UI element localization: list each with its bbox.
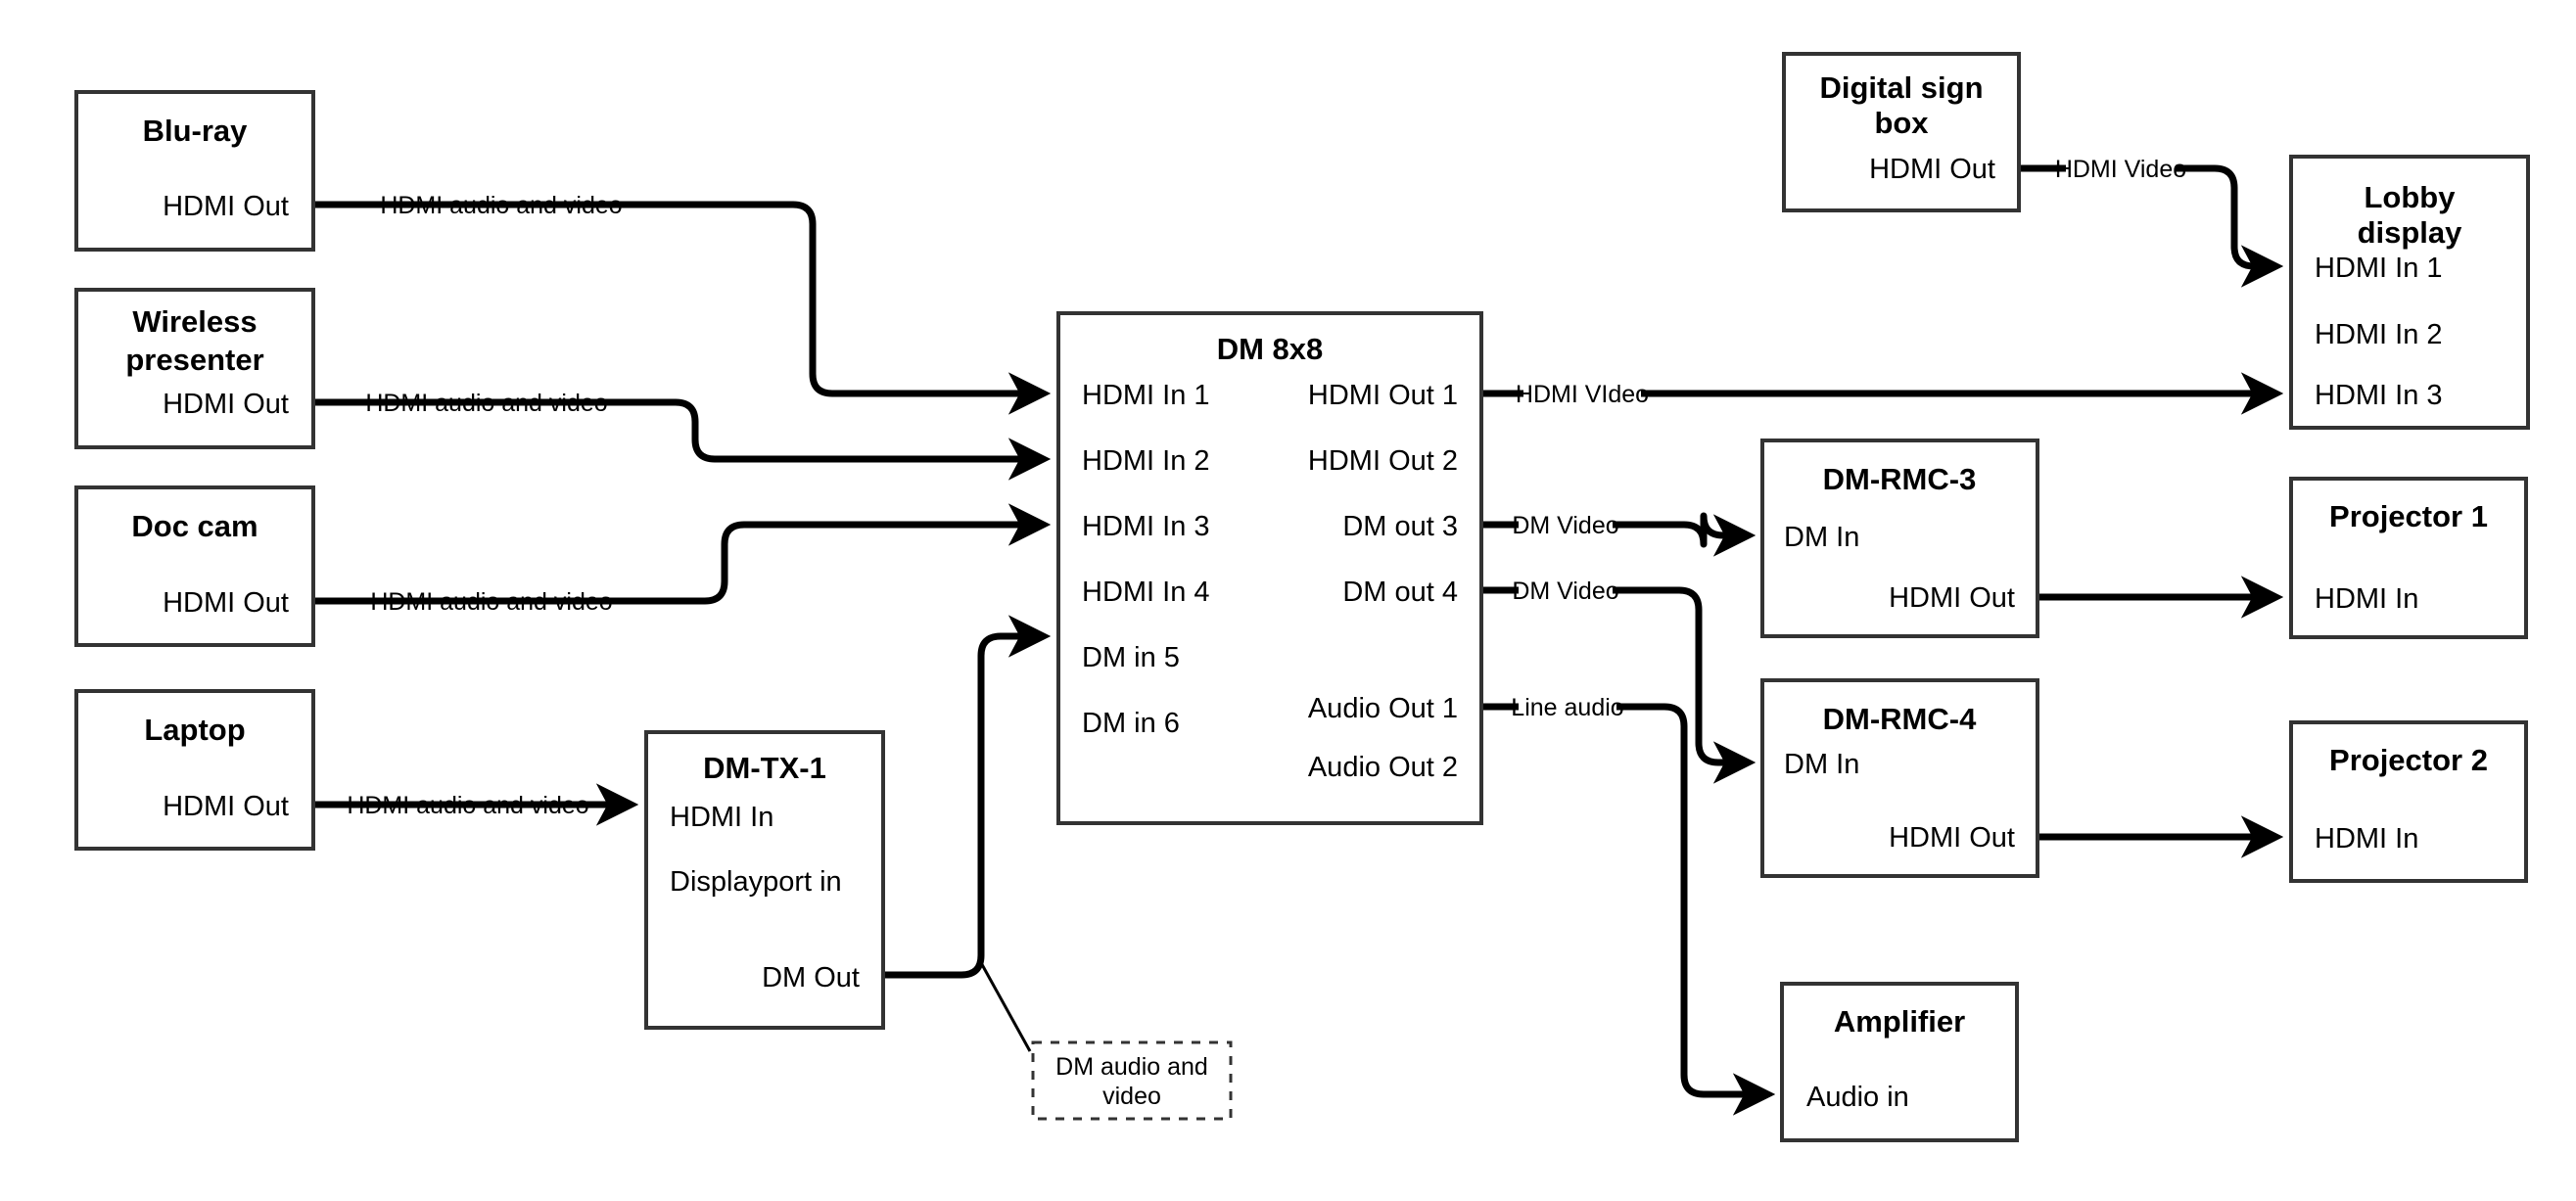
node-digital-sign-box-title-line2: box <box>1874 106 1929 140</box>
node-amplifier-port-audio-in: Audio in <box>1806 1082 1909 1113</box>
edge-label-signbox-to-lobby: HDMI Video <box>2055 156 2186 183</box>
node-dm-tx-1-port-dm-out: DM Out <box>762 962 860 993</box>
node-dm-rmc-4-title: DM-RMC-4 <box>1823 702 1977 736</box>
node-wireless-presenter[interactable]: Wireless presenter HDMI Out <box>74 288 315 449</box>
node-digital-sign-box[interactable]: Digital sign box HDMI Out <box>1782 52 2021 212</box>
node-projector-2-title: Projector 2 <box>2329 743 2488 777</box>
node-dm-rmc-4-port-dm-in: DM In <box>1784 749 1859 780</box>
edge-label-wireless-to-dm: HDMI audio and video <box>365 390 607 417</box>
node-dm-8x8-port-hdmi-in-3: HDMI In 3 <box>1082 511 1210 542</box>
node-dm-8x8[interactable]: DM 8x8 HDMI In 1 HDMI In 2 HDMI In 3 HDM… <box>1056 311 1483 825</box>
node-dm-rmc-4[interactable]: DM-RMC-4 DM In HDMI Out <box>1760 678 2039 878</box>
edge-label-bluray-to-dm: HDMI audio and video <box>380 192 622 219</box>
wire-bluray-to-dm8x8 <box>313 201 1052 415</box>
edge-label-laptop-to-tx: HDMI audio and video <box>347 792 588 819</box>
node-dm-tx-1-port-displayport-in: Displayport in <box>670 866 842 898</box>
callout-line1: DM audio and <box>1055 1053 1208 1081</box>
node-laptop[interactable]: Laptop HDMI Out <box>74 689 315 851</box>
node-lobby-display-port-hdmi-in-3: HDMI In 3 <box>2315 380 2443 411</box>
wire-doccam-to-dm8x8 <box>313 503 1052 605</box>
node-dm-8x8-port-hdmi-in-1: HDMI In 1 <box>1082 380 1210 411</box>
node-doc-cam[interactable]: Doc cam HDMI Out <box>74 485 315 647</box>
node-dm-8x8-port-hdmi-out-1: HDMI Out 1 <box>1308 380 1458 411</box>
callout-line2: video <box>1102 1083 1161 1110</box>
wire-signbox-to-lobby <box>2019 164 2276 266</box>
node-bluray[interactable]: Blu-ray HDMI Out <box>74 90 315 252</box>
node-dm-rmc-3[interactable]: DM-RMC-3 DM In HDMI Out <box>1760 439 2039 638</box>
node-doc-cam-port-hdmi-out: HDMI Out <box>163 587 289 619</box>
wire-dmtx1-to-dm8x8 <box>883 615 1052 979</box>
node-digital-sign-box-port-hdmi-out: HDMI Out <box>1869 154 1995 185</box>
node-dm-rmc-3-title: DM-RMC-3 <box>1823 462 1977 496</box>
node-lobby-display-title-line1: Lobby <box>2365 180 2457 214</box>
edge-label-dm-dmout4-to-rmc4: DM Video <box>1512 577 1618 605</box>
edge-label-doccam-to-dm: HDMI audio and video <box>370 588 612 616</box>
node-lobby-display-title-line2: display <box>2358 215 2463 250</box>
edge-label-dm-hdmiout1-to-lobby: HDMI VIdeo <box>1516 381 1649 408</box>
node-dm-8x8-port-hdmi-in-4: HDMI In 4 <box>1082 577 1210 608</box>
node-projector-2[interactable]: Projector 2 HDMI In <box>2289 720 2528 883</box>
node-dm-tx-1-title: DM-TX-1 <box>703 751 826 785</box>
wire-dm8x8-dmout4-to-rmc4 <box>1481 586 1749 762</box>
node-dm-8x8-port-audio-out-1: Audio Out 1 <box>1308 693 1458 724</box>
node-dm-8x8-port-audio-out-2: Audio Out 2 <box>1308 752 1458 783</box>
node-dm-8x8-port-hdmi-out-2: HDMI Out 2 <box>1308 445 1458 477</box>
wire-dm8x8-dmout3-to-rmc3 <box>1481 516 1749 544</box>
node-dm-tx-1-port-hdmi-in: HDMI In <box>670 802 773 833</box>
node-projector-1[interactable]: Projector 1 HDMI In <box>2289 477 2528 639</box>
node-dm-8x8-port-dm-in-5: DM in 5 <box>1082 642 1180 673</box>
node-laptop-title: Laptop <box>144 713 245 747</box>
node-projector-1-port-hdmi-in: HDMI In <box>2315 583 2418 615</box>
node-dm-8x8-port-dm-in-6: DM in 6 <box>1082 708 1180 739</box>
node-lobby-display-port-hdmi-in-2: HDMI In 2 <box>2315 319 2443 350</box>
callout-leader-line <box>977 958 1032 1052</box>
node-dm-rmc-3-port-dm-in: DM In <box>1784 522 1859 553</box>
node-laptop-port-hdmi-out: HDMI Out <box>163 791 289 822</box>
node-digital-sign-box-title-line1: Digital sign <box>1819 70 1983 105</box>
node-amplifier-title: Amplifier <box>1834 1004 1965 1039</box>
node-dm-8x8-port-hdmi-in-2: HDMI In 2 <box>1082 445 1210 477</box>
node-projector-1-title: Projector 1 <box>2329 499 2488 533</box>
edge-labels: HDMI audio and video HDMI audio and vide… <box>347 156 2186 819</box>
node-dm-rmc-4-port-hdmi-out: HDMI Out <box>1889 822 2015 854</box>
edge-label-dm-dmout3-to-rmc3: DM Video <box>1512 512 1618 539</box>
node-bluray-title: Blu-ray <box>143 114 249 148</box>
node-wireless-presenter-title-line2: presenter <box>125 343 263 377</box>
node-lobby-display[interactable]: Lobby display HDMI In 1 HDMI In 2 HDMI I… <box>2289 155 2530 430</box>
node-dm-8x8-port-dm-out-3: DM out 3 <box>1342 511 1458 542</box>
node-amplifier[interactable]: Amplifier Audio in <box>1780 982 2019 1142</box>
node-wireless-presenter-port-hdmi-out: HDMI Out <box>163 389 289 420</box>
node-dm-rmc-3-port-hdmi-out: HDMI Out <box>1889 582 2015 614</box>
node-lobby-display-port-hdmi-in-1: HDMI In 1 <box>2315 253 2443 284</box>
wire-wireless-to-dm8x8 <box>313 398 1052 481</box>
node-projector-2-port-hdmi-in: HDMI In <box>2315 823 2418 855</box>
callout-dm-audio-video: DM audio and video <box>1031 1040 1233 1121</box>
node-dm-8x8-title: DM 8x8 <box>1217 332 1324 366</box>
node-wireless-presenter-title-line1: Wireless <box>132 304 257 339</box>
edge-label-dm-audioout1-to-amp: Line audio <box>1511 694 1623 721</box>
wire-dm8x8-audioout1-to-amp <box>1481 703 1768 1094</box>
node-dm-8x8-port-dm-out-4: DM out 4 <box>1342 577 1458 608</box>
node-doc-cam-title: Doc cam <box>131 509 258 543</box>
node-bluray-port-hdmi-out: HDMI Out <box>163 191 289 222</box>
node-dm-tx-1[interactable]: DM-TX-1 HDMI In Displayport in DM Out <box>644 730 885 1030</box>
